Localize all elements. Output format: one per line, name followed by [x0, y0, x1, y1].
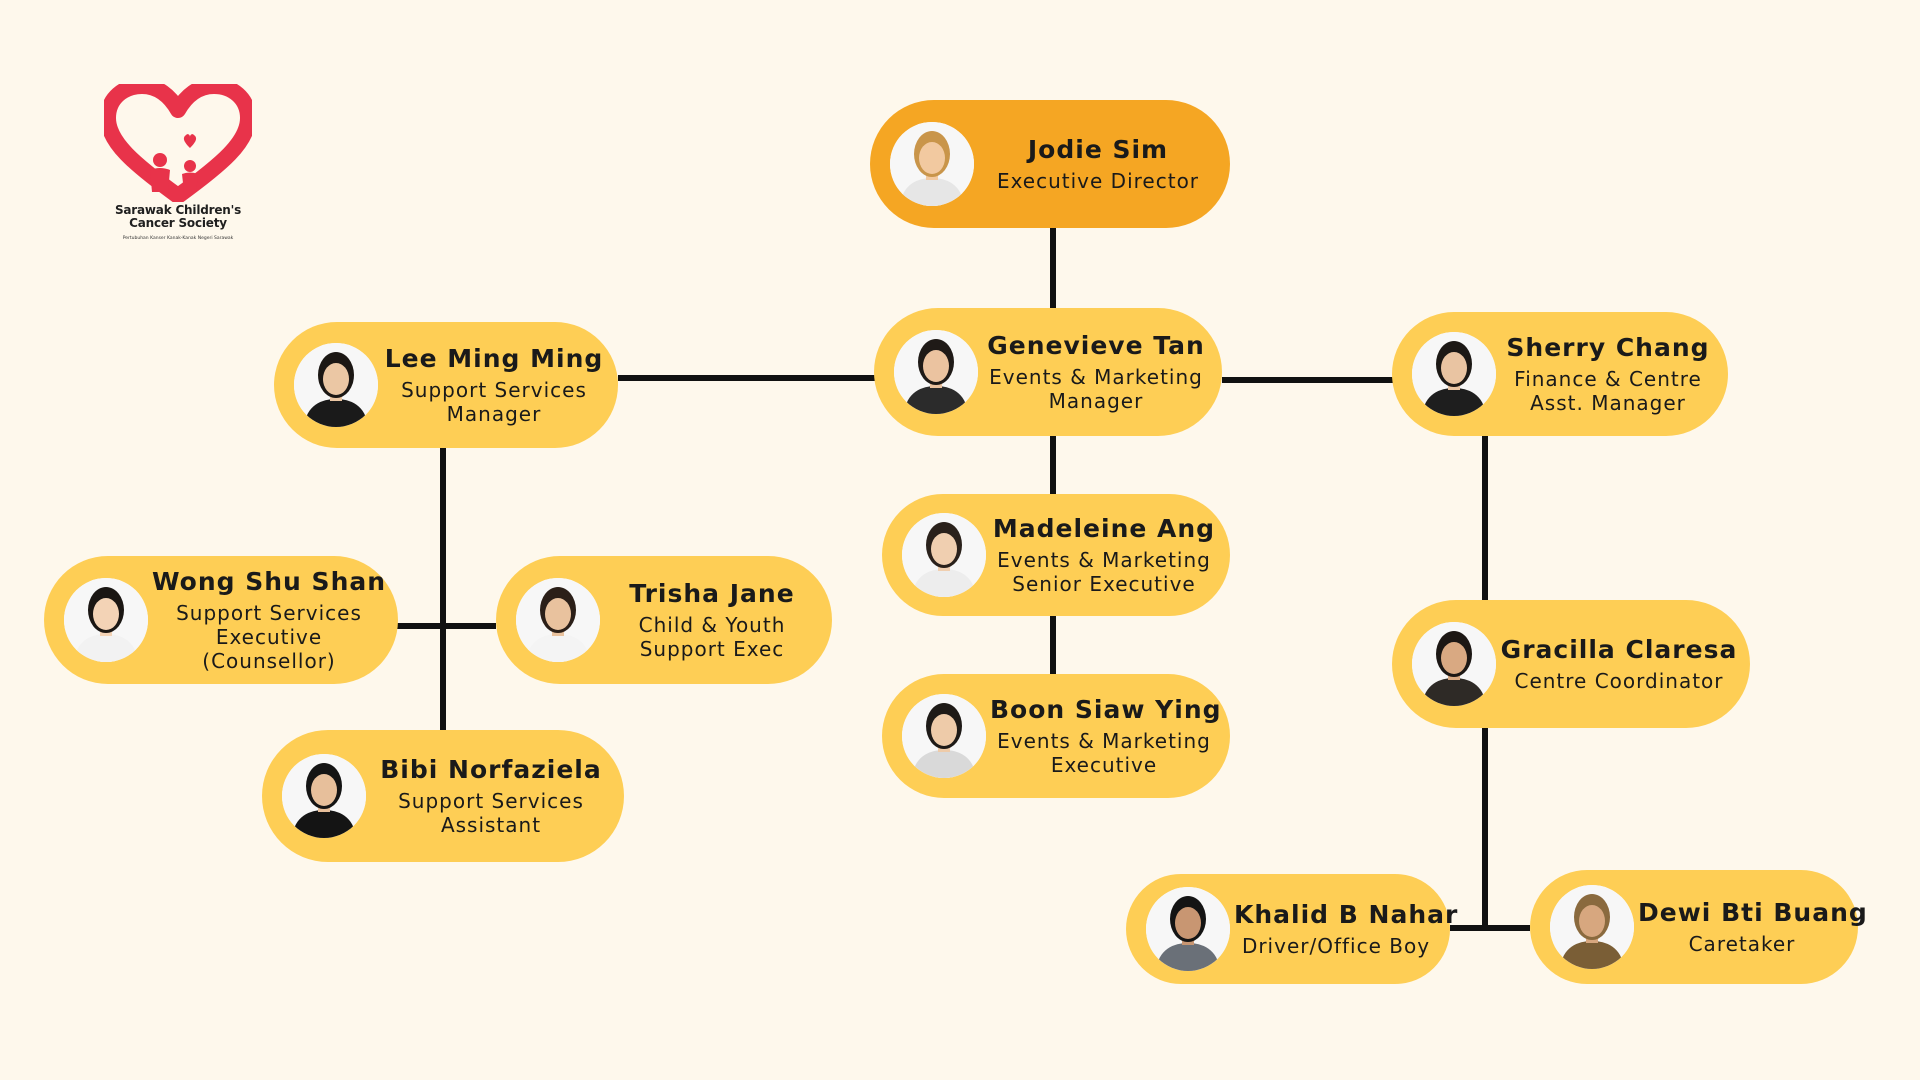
person-name: Boon Siaw Ying	[990, 695, 1222, 724]
portrait-photo-icon	[890, 122, 974, 206]
portrait-photo-icon	[1146, 887, 1230, 971]
portrait-photo-icon	[902, 694, 986, 778]
portrait-photo-icon	[902, 513, 986, 597]
heart-logo-icon	[104, 84, 252, 202]
person-name: Gracilla Claresa	[1500, 635, 1738, 664]
avatar	[294, 343, 378, 427]
portrait-photo-icon	[282, 754, 366, 838]
portrait-photo-icon	[294, 343, 378, 427]
person-name: Genevieve Tan	[987, 331, 1205, 360]
avatar	[1412, 332, 1496, 416]
logo: Sarawak Children's Cancer Society Pertub…	[104, 84, 252, 244]
avatar	[64, 578, 148, 662]
person-name: Sherry Chang	[1506, 333, 1710, 362]
avatar	[902, 694, 986, 778]
portrait-photo-icon	[1412, 332, 1496, 416]
person-name: Wong Shu Shan	[152, 567, 387, 596]
person-name: Bibi Norfaziela	[380, 755, 602, 784]
person-role: Support Services Executive (Counsellor)	[176, 601, 362, 673]
person-name: Trisha Jane	[629, 579, 795, 608]
portrait-photo-icon	[64, 578, 148, 662]
person-role: Support Services Assistant	[398, 789, 584, 837]
person-role: Driver/Office Boy	[1241, 934, 1431, 958]
portrait-photo-icon	[894, 330, 978, 414]
person-name: Lee Ming Ming	[384, 344, 604, 373]
person-role: Centre Coordinator	[1514, 669, 1724, 693]
person-role: Events & Marketing Manager	[989, 365, 1203, 413]
avatar	[902, 513, 986, 597]
portrait-photo-icon	[1412, 622, 1496, 706]
person-name: Khalid B Nahar	[1234, 900, 1459, 929]
portrait-photo-icon	[1550, 885, 1634, 969]
logo-subtitle: Pertubuhan Kanser Kanak-Kanak Negeri Sar…	[122, 236, 234, 241]
logo-name-line1: Sarawak Children's	[114, 203, 242, 217]
person-role: Executive Director	[996, 169, 1200, 193]
person-name: Dewi Bti Buang	[1638, 898, 1868, 927]
person-name: Madeleine Ang	[992, 514, 1216, 543]
avatar	[282, 754, 366, 838]
person-role: Events & Marketing Executive	[997, 729, 1211, 777]
portrait-photo-icon	[516, 578, 600, 662]
avatar	[1146, 887, 1230, 971]
person-role: Caretaker	[1688, 932, 1796, 956]
avatar	[890, 122, 974, 206]
logo-name: Sarawak Children's Cancer Society	[104, 204, 252, 230]
logo-name-line2: Cancer Society	[129, 216, 227, 230]
person-role: Child & Youth Support Exec	[638, 613, 786, 661]
avatar	[1550, 885, 1634, 969]
avatar	[894, 330, 978, 414]
person-role: Support Services Manager	[401, 378, 587, 426]
person-role: Events & Marketing Senior Executive	[997, 548, 1211, 596]
person-name: Jodie Sim	[1027, 135, 1169, 164]
avatar	[516, 578, 600, 662]
avatar	[1412, 622, 1496, 706]
person-role: Finance & Centre Asst. Manager	[1514, 367, 1702, 415]
